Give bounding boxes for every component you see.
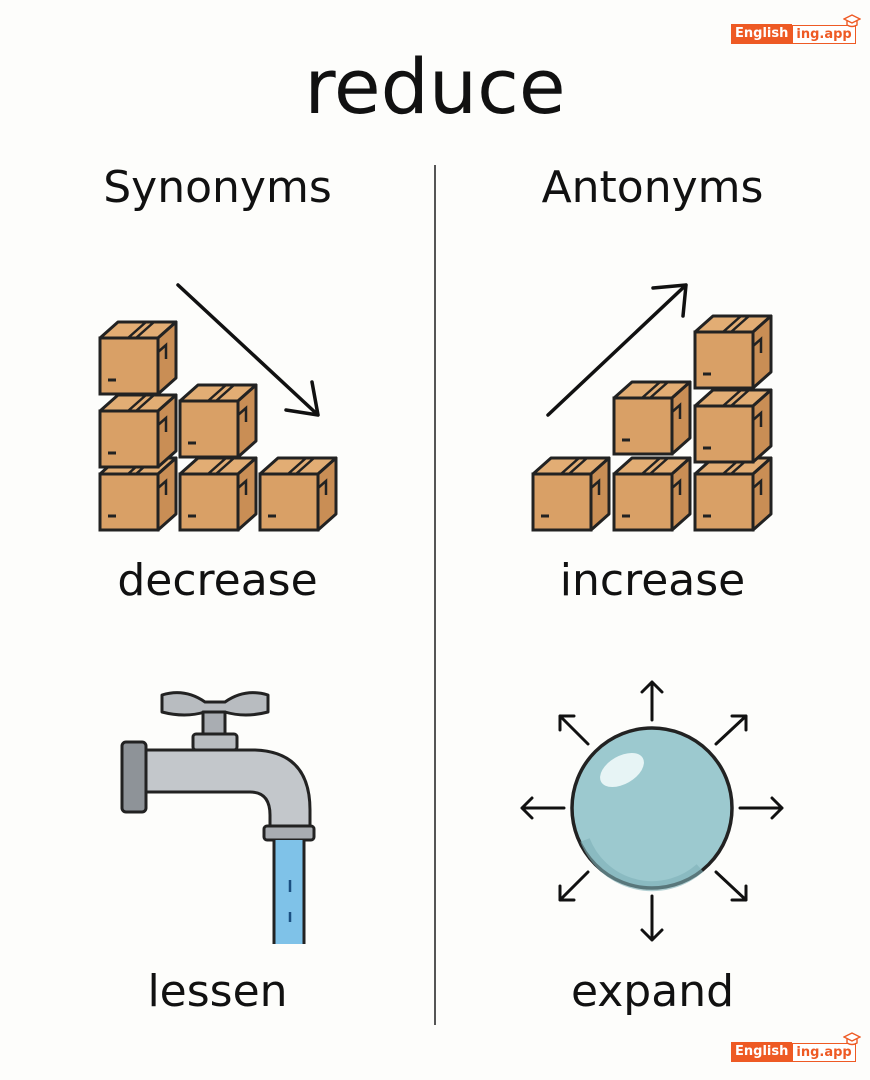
- boxes-decreasing-icon: [98, 283, 338, 532]
- faucet-icon: [120, 691, 316, 944]
- divider: [434, 165, 436, 1025]
- antonym-expand: expand: [570, 966, 735, 1017]
- boxes-increasing-icon: [531, 283, 773, 532]
- expanding-sphere-icon: [520, 680, 784, 942]
- synonym-lessen: lessen: [147, 966, 288, 1017]
- antonym-increase: increase: [559, 555, 746, 606]
- antonyms-heading: Antonyms: [541, 162, 764, 213]
- graduation-cap-icon: [842, 1031, 861, 1045]
- synonym-decrease: decrease: [117, 555, 318, 606]
- synonyms-heading: Synonyms: [103, 162, 332, 213]
- graduation-cap-icon: [842, 13, 861, 27]
- page-title: reduce: [304, 42, 566, 131]
